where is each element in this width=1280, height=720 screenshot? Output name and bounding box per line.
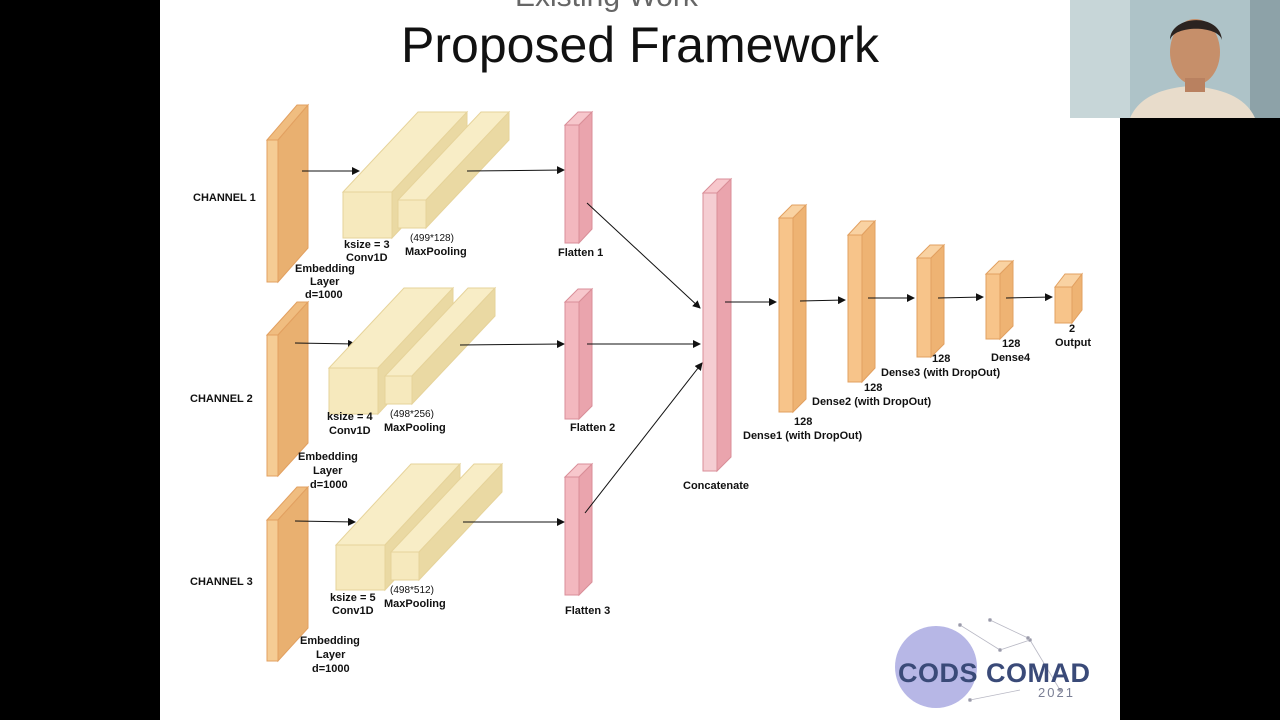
dense4-label: Dense4 xyxy=(991,352,1031,364)
flatten-layer-3 xyxy=(563,462,594,597)
dense3-size: 128 xyxy=(932,353,950,365)
maxpool-block-2 xyxy=(383,286,497,406)
embedding-1-line3: d=1000 xyxy=(305,289,343,301)
flatten-3-label: Flatten 3 xyxy=(565,605,610,617)
embedding-2-line3: d=1000 xyxy=(310,479,348,491)
slide-title: Proposed Framework xyxy=(401,17,879,73)
embedding-2-line2: Layer xyxy=(313,465,343,477)
embedding-2-line1: Embedding xyxy=(298,451,358,463)
pool-dims-2: (498*256) xyxy=(390,409,434,420)
embedding-3-line2: Layer xyxy=(316,649,346,661)
dense3-label: Dense3 (with DropOut) xyxy=(881,367,1001,379)
flatten-layer-1 xyxy=(563,110,594,245)
conv1d-2-label: Conv1D xyxy=(329,425,371,437)
dense2-size: 128 xyxy=(864,382,882,394)
presenter-video-image xyxy=(1070,0,1280,118)
channel-2-label: CHANNEL 2 xyxy=(190,393,253,405)
dense1-size: 128 xyxy=(794,416,812,428)
embedding-layer-3 xyxy=(265,485,310,663)
dense3-layer xyxy=(915,243,946,359)
ksize-2: ksize = 4 xyxy=(327,411,373,423)
arrow-pool2-flatten2 xyxy=(459,340,565,349)
logo-text: CODS COMAD xyxy=(898,658,1091,688)
concatenate-layer xyxy=(701,177,733,473)
webcam-video xyxy=(1070,0,1280,118)
pool-dims-1: (499*128) xyxy=(410,233,454,244)
dense1-label: Dense1 (with DropOut) xyxy=(743,430,863,442)
arrow-dense3-dense4 xyxy=(937,293,984,302)
arrow-flatten3-concat xyxy=(584,362,703,514)
flatten-2-label: Flatten 2 xyxy=(570,422,615,434)
ksize-1: ksize = 3 xyxy=(344,239,390,251)
output-layer xyxy=(1053,272,1084,325)
flatten-layer-2 xyxy=(563,287,594,421)
maxpool-2-label: MaxPooling xyxy=(384,422,446,434)
embedding-1-line2: Layer xyxy=(310,276,340,288)
embedding-3-line1: Embedding xyxy=(300,635,360,647)
concatenate-label: Concatenate xyxy=(683,480,749,492)
arrow-emb2-conv2 xyxy=(294,339,356,348)
dense4-layer xyxy=(984,259,1015,341)
output-size: 2 xyxy=(1069,323,1075,335)
arrow-emb3-conv3 xyxy=(294,517,356,526)
logo-year: 2021 xyxy=(1038,685,1075,700)
embedding-layer-1 xyxy=(265,103,310,284)
pool-dims-3: (498*512) xyxy=(390,585,434,596)
channel-3-label: CHANNEL 3 xyxy=(190,576,253,588)
embedding-layer-2 xyxy=(265,300,310,478)
channel-1-label: CHANNEL 1 xyxy=(193,192,256,204)
partially-hidden-previous-title: Existing Work xyxy=(515,0,698,14)
embedding-3-line3: d=1000 xyxy=(312,663,350,675)
ksize-3: ksize = 5 xyxy=(330,592,376,604)
embedding-1-line1: Embedding xyxy=(295,263,355,275)
arrow-pool1-flatten1 xyxy=(466,166,565,175)
dense4-size: 128 xyxy=(1002,338,1020,350)
arrow-flatten1-concat xyxy=(586,202,701,309)
slide: Existing Work Proposed Framework CHANNEL… xyxy=(160,0,1120,720)
maxpool-1-label: MaxPooling xyxy=(405,246,467,258)
dense2-layer xyxy=(846,219,877,384)
dense1-layer xyxy=(777,203,808,414)
maxpool-block-3 xyxy=(389,462,504,582)
conv1d-1-label: Conv1D xyxy=(346,252,388,264)
maxpool-block-1 xyxy=(396,110,511,230)
architecture-diagram: CHANNEL 1 Embedding Layer d=1000 ksize =… xyxy=(190,103,1091,708)
cods-comad-logo: CODS COMAD 2021 xyxy=(895,618,1091,708)
conv1d-3-label: Conv1D xyxy=(332,605,374,617)
maxpool-3-label: MaxPooling xyxy=(384,598,446,610)
dense2-label: Dense2 (with DropOut) xyxy=(812,396,932,408)
flatten-1-label: Flatten 1 xyxy=(558,247,603,259)
arrow-dense4-output xyxy=(1005,293,1053,302)
output-label: Output xyxy=(1055,337,1091,349)
arrow-dense1-dense2 xyxy=(799,296,846,305)
